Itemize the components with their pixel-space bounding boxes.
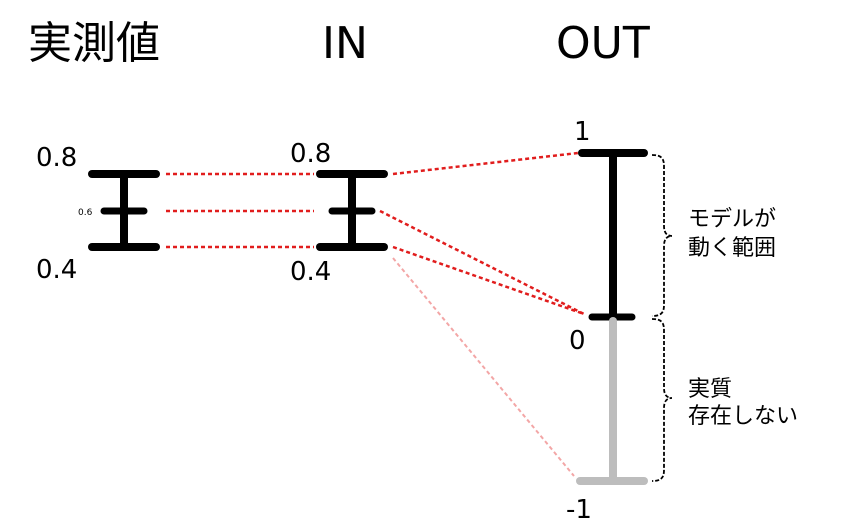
- in-bottom-to-out-minus-one: [392, 257, 575, 477]
- in-bottom-label: 0.4: [290, 257, 331, 287]
- nonexistent-label-line2: 存在しない: [688, 404, 798, 429]
- measured-bottom-label: 0.4: [36, 255, 77, 285]
- header-out: OUT: [556, 18, 650, 69]
- mapping-lines: [166, 151, 585, 477]
- in-mid-to-out-zero: [379, 209, 585, 316]
- out-bottom-label: -1: [566, 495, 592, 523]
- model-range-label-line1: モデルが: [688, 207, 776, 232]
- out-scale-bar-inactive: [576, 317, 648, 485]
- out-top-label: 1: [574, 117, 591, 147]
- nonexistent-label-line1: 実質: [688, 377, 732, 402]
- model-range-brace: [651, 154, 673, 317]
- in-scale-bar: [316, 170, 388, 251]
- out-scale-bar-active: [578, 149, 648, 321]
- out-zero-label: 0: [569, 326, 586, 356]
- measured-mid-label: 0.6: [78, 208, 93, 218]
- header-measured: 実測値: [28, 18, 160, 69]
- model-range-label-line2: 動く範囲: [688, 236, 776, 261]
- in-bottom-to-out-zero: [392, 245, 585, 316]
- in-top-to-out-top: [392, 151, 579, 176]
- in-top-label: 0.8: [290, 139, 331, 169]
- measured-scale-bar: [88, 170, 160, 251]
- nonexistent-range-brace: [651, 318, 673, 482]
- measured-top-label: 0.8: [36, 143, 77, 173]
- header-in: IN: [322, 18, 368, 69]
